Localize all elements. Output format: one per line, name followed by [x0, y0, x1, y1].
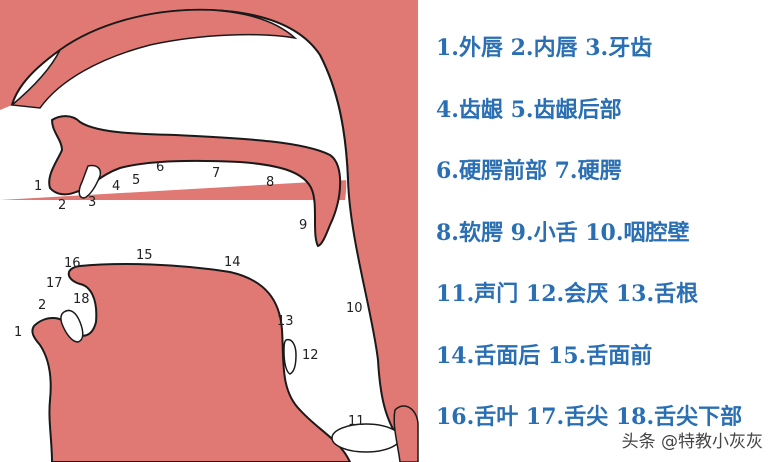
legend-line: 1.外唇 2.内唇 3.牙齿 [436, 35, 653, 61]
legend-line: 4.齿龈 5.齿龈后部 [436, 96, 622, 123]
label-11-glottis: 11 [348, 414, 365, 429]
epiglottis [283, 338, 297, 375]
label-2-upper-inner-lip: 2 [58, 198, 66, 213]
legend: 1.外唇 2.内唇 3.牙齿 4.齿龈 5.齿龈后部 6.硬腭前部 7.硬腭 8… [436, 28, 774, 459]
watermark: 头条 @特教小灰灰 [617, 426, 767, 452]
label-5-post-alveolar: 5 [132, 173, 140, 188]
label-7-hard-palate: 7 [212, 166, 220, 181]
lower-tooth [60, 309, 84, 343]
label-15-tongue-front: 15 [136, 248, 153, 263]
label-3-teeth: 3 [88, 195, 96, 210]
glottis [331, 423, 401, 453]
label-13-tongue-root: 13 [277, 314, 294, 329]
legend-line: 14.舌面后 15.舌面前 [436, 342, 653, 369]
label-17-tongue-tip: 17 [46, 276, 63, 291]
upper-tooth [78, 164, 102, 199]
vocal-tract-diagram: 1 2 3 4 5 6 7 8 9 10 11 12 13 14 15 16 1… [0, 0, 419, 462]
label-10-pharynx-wall: 10 [346, 301, 363, 316]
legend-line: 8.软腭 9.小舌 10.咽腔壁 [436, 219, 690, 246]
legend-line: 11.声门 12.会厌 13.舌根 [436, 281, 699, 307]
label-12-epiglottis: 12 [302, 348, 319, 363]
lower-lip-tongue [31, 263, 352, 462]
label-16-tongue-blade: 16 [64, 256, 81, 271]
legend-line: 16.舌叶 17.舌尖 18.舌尖下部 [436, 404, 743, 430]
label-1-lower-lip: 1 [14, 325, 22, 340]
legend-line: 6.硬腭前部 7.硬腭 [436, 158, 622, 184]
upper-lip-palate [48, 115, 342, 248]
label-18-under-tip: 18 [73, 292, 90, 307]
label-1-upper-lip: 1 [34, 179, 42, 194]
label-9-uvula: 9 [299, 218, 307, 233]
back-wall [350, 0, 418, 440]
label-2-lower-inner-lip: 2 [38, 298, 46, 313]
label-14-tongue-back: 14 [224, 255, 241, 270]
watermark-text: 头条 @特教小灰灰 [621, 431, 763, 452]
larynx-stub [393, 405, 419, 462]
label-4-alveolar: 4 [112, 179, 120, 194]
label-8-soft-palate: 8 [266, 175, 274, 190]
nose-tip [10, 9, 298, 109]
label-6-pre-palate: 6 [156, 160, 164, 175]
